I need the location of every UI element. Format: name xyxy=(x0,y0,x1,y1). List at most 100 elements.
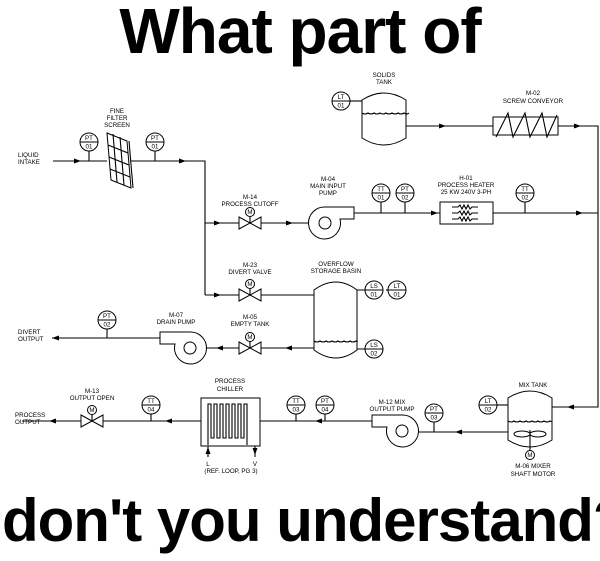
filter-label: FILTER xyxy=(107,115,128,122)
overflow-basin-label: STORAGE BASIN xyxy=(311,268,361,275)
flow-arrow-icon xyxy=(455,429,462,435)
divert-valve-label: M-23 xyxy=(243,262,258,269)
instrument-bubble: PT 04 xyxy=(315,395,335,421)
motor-symbol: M xyxy=(89,407,94,414)
mix-output-pump-label: M-12 MIX xyxy=(379,399,406,406)
instrument-tag: TT xyxy=(292,398,300,405)
flow-arrow-icon xyxy=(165,418,172,424)
mixer-motor-icon: M xyxy=(525,450,535,460)
divert-valve[interactable]: M xyxy=(238,279,262,302)
chiller-ref-label: (REF. LOOP, PG 3) xyxy=(204,468,257,475)
liquid-intake-label: LIQUID xyxy=(18,152,39,159)
empty-tank-label: M-05 xyxy=(243,314,258,321)
divert-valve-label: DIVERT VALVE xyxy=(228,269,271,276)
process-heater-label: H-01 xyxy=(459,175,473,182)
overflow-basin-label: OVERFLOW xyxy=(318,261,354,268)
empty-tank-label: EMPTY TANK xyxy=(231,321,271,328)
instrument-number: 01 xyxy=(338,103,345,110)
instrument-number: 02 xyxy=(104,322,111,329)
instrument-number: 02 xyxy=(522,195,529,202)
solids-tank-label: TANK xyxy=(376,79,393,86)
labels: LIQUID INTAKE FINE FILTER SCREEN SOLIDS … xyxy=(15,72,564,478)
instrument-number: 01 xyxy=(371,292,378,299)
instrument-number: 03 xyxy=(431,415,438,422)
process-cutoff-label: PROCESS CUTOFF xyxy=(222,201,279,208)
process-cutoff-label: M-14 xyxy=(243,194,258,201)
divert-output-label: OUTPUT xyxy=(18,336,44,343)
flow-arrow-icon xyxy=(286,220,293,226)
filter-label: FINE xyxy=(110,108,124,115)
empty-tank-valve[interactable]: M xyxy=(238,332,262,355)
flow-arrow-icon xyxy=(205,447,211,454)
process-cutoff-valve[interactable]: M xyxy=(238,207,262,230)
flow-arrow-icon xyxy=(431,210,438,216)
flow-arrow-icon xyxy=(315,418,322,424)
divert-output-label: DIVERT xyxy=(18,329,41,336)
output-open-label: M-13 xyxy=(85,388,100,395)
process-heater xyxy=(439,201,494,225)
instrument-bubble: LS 01 xyxy=(364,280,384,300)
headline-top: What part of xyxy=(119,0,481,67)
instrument-tag: LS xyxy=(370,283,378,290)
motor-icon xyxy=(245,279,255,289)
screw-conveyor-label: SCREW CONVEYOR xyxy=(503,98,564,105)
motor-icon xyxy=(245,207,255,217)
instrument-number: 03 xyxy=(293,407,300,414)
solids-tank xyxy=(361,92,410,146)
instrument-tag: LT xyxy=(338,94,345,101)
instrument-number: 01 xyxy=(394,292,401,299)
process-chiller-label: CHILLER xyxy=(217,386,244,393)
overflow-storage-basin xyxy=(313,281,366,359)
instrument-bubble: TT 03 xyxy=(286,395,306,421)
instrument-tag: PT xyxy=(321,398,329,405)
filter-label: SCREEN xyxy=(104,122,130,129)
mix-output-pump xyxy=(371,414,419,448)
instrument-bubble: LT 02 xyxy=(478,395,508,415)
flow-arrow-icon xyxy=(285,345,292,351)
instrument-bubble: PT 01 xyxy=(79,132,99,161)
motor-symbol: M xyxy=(247,281,252,288)
drain-pump xyxy=(159,331,207,365)
flow-arrow-icon xyxy=(216,345,223,351)
instrument-tag: PT xyxy=(85,135,93,142)
headline-bottom: don't you understand? xyxy=(2,487,600,554)
instrument-number: 02 xyxy=(485,407,492,414)
flow-arrow-icon xyxy=(576,210,583,216)
instrument-tag: LT xyxy=(485,398,492,405)
mixer-motor-label: SHAFT MOTOR xyxy=(511,471,556,478)
solids-tank-label: SOLIDS xyxy=(373,72,396,79)
motor-symbol: M xyxy=(247,209,252,216)
instrument-number: 04 xyxy=(322,407,329,414)
instruments: PT01PT01LT01TT01PT02TT02LS01LT01LS02PT02… xyxy=(79,91,535,432)
main-input-pump-label: MAIN INPUT xyxy=(310,183,346,190)
drain-pump-label: M-07 xyxy=(169,312,184,319)
drain-pump-label: DRAIN PUMP xyxy=(157,319,196,326)
instrument-number: 02 xyxy=(402,195,409,202)
flow-arrow-icon xyxy=(179,158,186,164)
instrument-tag: PT xyxy=(430,406,438,413)
process-chiller-label: PROCESS xyxy=(215,378,245,385)
flow-arrow-icon xyxy=(214,220,221,226)
screw-conveyor xyxy=(492,111,559,139)
motor-symbol: M xyxy=(247,334,252,341)
liquid-intake-label: INTAKE xyxy=(18,159,40,166)
valves: M M M M M xyxy=(80,207,535,460)
instrument-number: 01 xyxy=(86,144,93,151)
process-heater-label: 25 KW 240V 3-PH xyxy=(441,189,492,196)
mix-tank-label: MIX TANK xyxy=(519,382,549,389)
motor-icon xyxy=(87,405,97,415)
instrument-number: 02 xyxy=(371,351,378,358)
main-input-pump xyxy=(308,206,355,240)
output-open-valve[interactable]: M xyxy=(80,405,104,428)
mixer-motor-label: M-06 MIXER xyxy=(515,463,551,470)
instrument-bubble: LT 01 xyxy=(331,91,362,111)
process-output-label: OUTPUT xyxy=(15,419,41,426)
